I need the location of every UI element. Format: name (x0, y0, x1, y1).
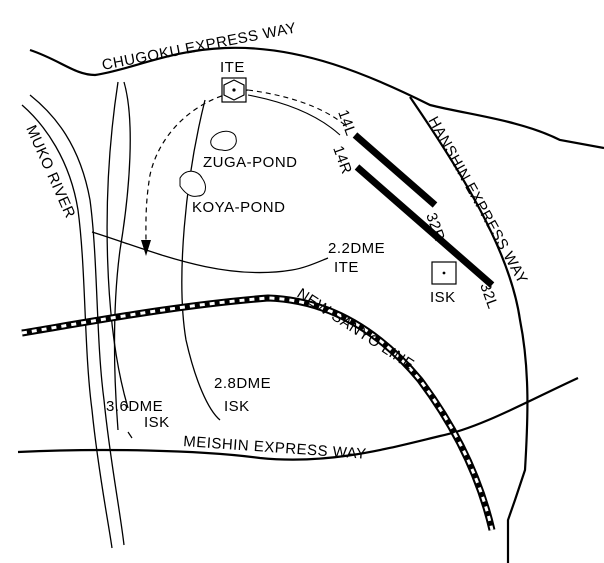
koya-pond-shape (179, 170, 206, 197)
dme-3.6-distance-label: 3.6DME (106, 398, 163, 415)
dme-3.6-tick (127, 431, 133, 439)
dme-arc-3.6-isk (106, 81, 129, 409)
approach-line-14r (247, 94, 341, 136)
new-sanyo-railway (21, 294, 496, 531)
dme-2.2-distance-label: 2.2DME (328, 240, 385, 257)
circling-approach-path (145, 89, 249, 246)
chugoku-expressway-label: CHUGOKU EXPRESS WAY (101, 19, 298, 73)
circling-approach-arrowhead (141, 240, 151, 256)
dme-3.6-station-label: ISK (144, 414, 170, 431)
runway-14r-32l (354, 164, 495, 288)
muko-river-bank-east (29, 94, 125, 546)
approach-line-14l (247, 89, 346, 126)
dme-arc-2.2-ite (91, 231, 329, 274)
runway-32l-label: 32L (476, 281, 501, 312)
zuga-pond-shape (210, 130, 237, 151)
dme-2.2-station-label: ITE (334, 259, 359, 276)
chugoku-expressway-line (29, 46, 604, 150)
runway-14l-32r (352, 132, 438, 208)
dme-2.8-distance-label: 2.8DME (214, 375, 271, 392)
zuga-pond-label: ZUGA-POND (203, 154, 298, 171)
new-sanyo-line-label: NEW SANYO LINE (294, 285, 417, 373)
dme-2.8-station-label: ISK (224, 398, 250, 415)
hanshin-expressway-label: HANSHIN EXPRESS WAY (425, 114, 531, 287)
dme-arc-2.8-isk (181, 99, 221, 421)
runway-14r-label: 14R (329, 144, 355, 177)
stream-line (113, 81, 131, 431)
muko-river-bank-west (21, 104, 113, 549)
ite-navaid-label: ITE (220, 59, 245, 76)
isk-navaid-symbol (431, 261, 457, 285)
isk-navaid-label: ISK (430, 289, 456, 306)
hanshin-expressway-line (409, 96, 529, 563)
koya-pond-label: KOYA-POND (192, 199, 285, 216)
meishin-expressway-line (17, 377, 579, 461)
ite-navaid-symbol (221, 77, 247, 103)
